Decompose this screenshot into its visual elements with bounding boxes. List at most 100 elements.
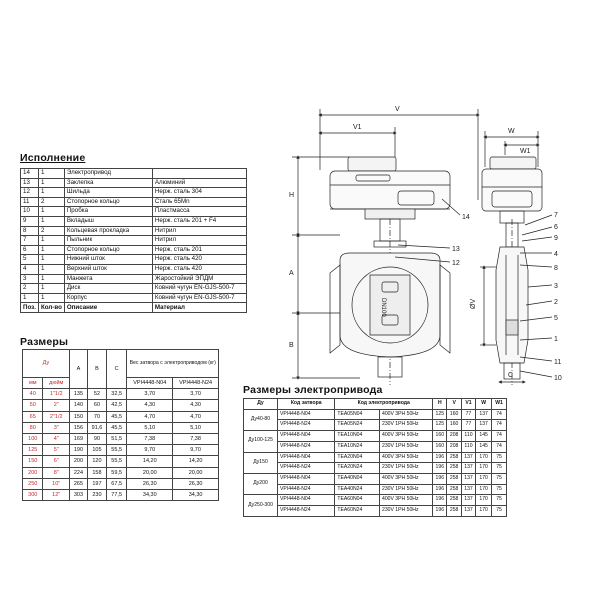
act-v: 258 [446, 483, 462, 496]
callout-4: 4 [554, 251, 558, 258]
callout-14: 14 [462, 214, 470, 221]
parts-pos: 1 [20, 292, 39, 304]
parts-pos: 10 [20, 206, 39, 217]
act-w: 137 [475, 419, 493, 432]
act-h: 196 [432, 505, 448, 517]
dims-mm: 65 [21, 410, 44, 423]
parts-qty: 1 [37, 244, 65, 256]
act-w: 170 [475, 472, 493, 485]
act-actuator: TEA10N04 [334, 430, 380, 442]
dims-h-mm: мм [21, 376, 44, 390]
dim-w: W [508, 128, 515, 135]
parts-qty: 1 [37, 263, 65, 275]
act-v: 160 [446, 419, 462, 432]
parts-pos: 7 [20, 235, 39, 246]
act-v: 258 [446, 462, 462, 474]
parts-header-qty: Кол-во [37, 302, 65, 313]
dims-inch: 2" [42, 399, 70, 412]
dim-b: B [289, 342, 294, 349]
act-valve: VPI4448-N04 [276, 451, 336, 464]
dims-mm: 80 [21, 421, 44, 435]
dims-w2: 5,10 [172, 421, 219, 435]
parts-material: Нерж. сталь 201 [151, 244, 248, 256]
act-v: 258 [446, 494, 462, 507]
dims-w2: 3,70 [172, 388, 219, 401]
parts-material: Нерж. сталь 201 + F4 [151, 215, 248, 227]
act-supply: 230V 1PH 50Hz [378, 505, 434, 517]
act-h: 160 [432, 430, 448, 442]
act-h: 125 [432, 419, 448, 432]
dims-a: 140 [68, 399, 89, 412]
act-actuator: TEA20N24 [334, 462, 380, 474]
dim-v: V [395, 106, 400, 113]
parts-material: Нитрил [151, 235, 248, 246]
parts-pos: 8 [20, 225, 39, 237]
dims-a: 190 [68, 444, 89, 457]
parts-material: Пластмасса [151, 206, 248, 217]
parts-material: Алюминий [151, 177, 248, 189]
act-h-w: W [475, 398, 493, 410]
dims-w1: 34,30 [126, 489, 174, 502]
act-h: 196 [432, 483, 448, 496]
act-w: 170 [475, 451, 493, 464]
parts-desc: Нижний шток [63, 254, 153, 265]
act-v1: 137 [460, 494, 477, 507]
callout-7: 7 [554, 212, 558, 219]
dims-mm: 50 [21, 399, 44, 412]
act-v1: 77 [460, 408, 477, 421]
dims-c: 45,5 [105, 421, 128, 435]
parts-pos: 12 [20, 187, 39, 198]
act-h-v: V [446, 398, 462, 410]
act-h-actuator: Код электропривода [334, 398, 434, 410]
act-actuator: TEA60N04 [334, 494, 380, 507]
dims-c: 51,5 [105, 433, 128, 446]
act-actuator: TEA20N04 [334, 451, 380, 464]
parts-desc: Пыльник [63, 235, 153, 246]
act-valve: VPI4448-N24 [276, 505, 336, 517]
dims-inch: 6" [42, 455, 70, 468]
dims-b: 90 [87, 433, 107, 446]
act-actuator: TEA60N24 [334, 505, 380, 517]
act-w: 145 [475, 440, 493, 453]
parts-material [151, 168, 248, 179]
act-valve: VPI4448-N04 [276, 408, 336, 421]
parts-qty: 1 [37, 215, 65, 227]
act-v1: 137 [460, 483, 477, 496]
act-w1: 74 [491, 408, 507, 421]
dims-inch: 3" [42, 421, 70, 435]
callout-10: 10 [554, 375, 562, 382]
act-v1: 77 [460, 419, 477, 432]
act-du: Ду200 [243, 472, 278, 496]
act-w: 170 [475, 505, 493, 517]
dims-inch: 5" [42, 444, 70, 457]
dim-dv: ØV [470, 299, 477, 309]
dims-c: 67,5 [105, 477, 128, 491]
dims-a: 135 [68, 388, 89, 401]
parts-desc: Пробка [63, 206, 153, 217]
dims-w2: 20,00 [172, 466, 219, 479]
act-v: 208 [446, 430, 462, 442]
parts-material: Нерж. сталь 304 [151, 187, 248, 198]
act-h-valve: Код затвора [276, 398, 336, 410]
act-valve: VPI4448-N24 [276, 462, 336, 474]
act-du: Ду150 [243, 451, 278, 474]
parts-qty: 1 [37, 177, 65, 189]
dims-b: 105 [87, 444, 107, 457]
dims-a: 156 [68, 421, 89, 435]
